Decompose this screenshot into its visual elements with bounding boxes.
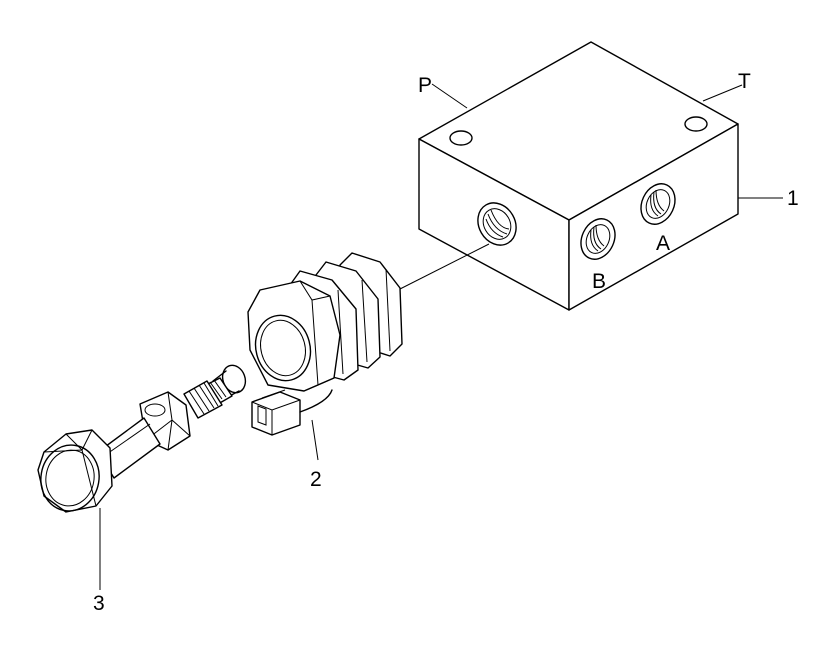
assembly-axis-line xyxy=(397,243,490,291)
mount-hole-t xyxy=(684,116,708,132)
cartridge-valve xyxy=(37,364,247,590)
callout-1: 1 xyxy=(787,187,799,210)
port-a xyxy=(640,183,676,225)
leader-2 xyxy=(311,419,319,461)
coil-connector xyxy=(251,389,301,436)
valve-body xyxy=(418,41,783,311)
solenoid-coil xyxy=(247,252,403,461)
mount-hole-p xyxy=(449,130,473,146)
port-label-a: A xyxy=(656,232,670,255)
leader-t xyxy=(702,84,743,102)
cavity-port xyxy=(477,202,517,246)
port-b xyxy=(580,218,616,260)
callout-3: 3 xyxy=(93,592,105,615)
port-label-t: T xyxy=(738,70,751,93)
port-label-p: P xyxy=(418,74,432,97)
leader-p xyxy=(431,83,468,109)
callout-2: 2 xyxy=(310,468,322,491)
port-label-b: B xyxy=(592,270,606,293)
